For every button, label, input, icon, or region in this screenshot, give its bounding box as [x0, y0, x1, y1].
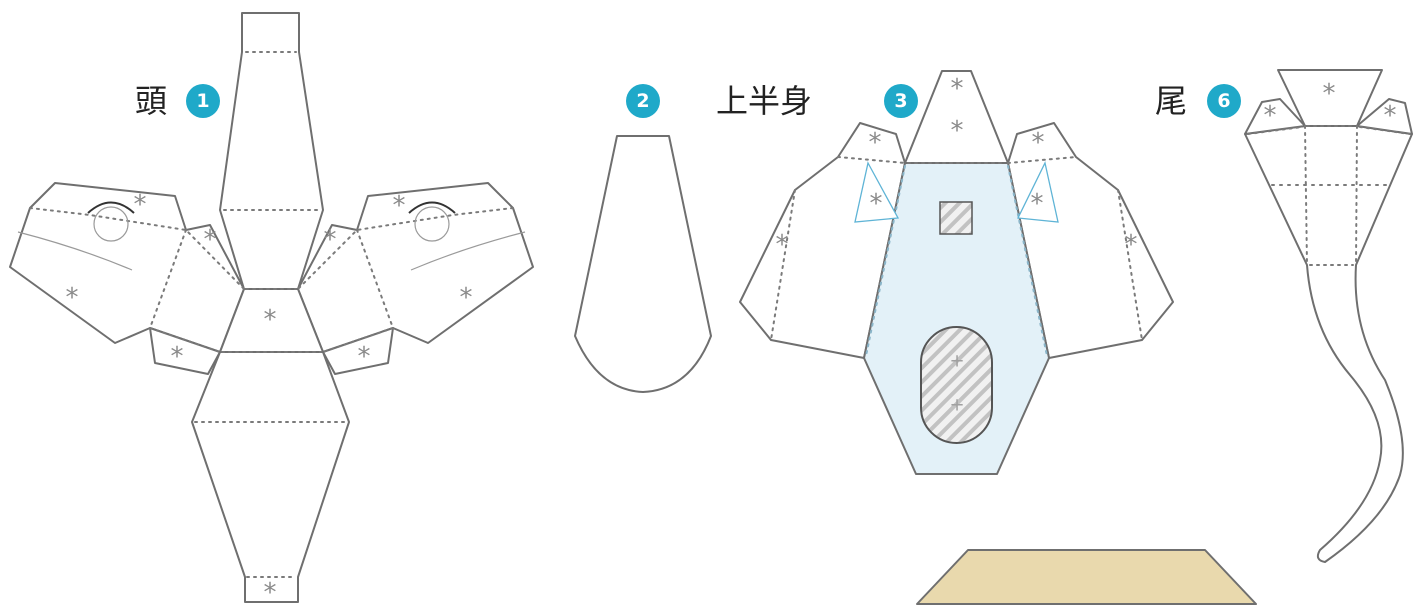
- glue-mark: *: [204, 225, 217, 255]
- head-neck-strip: [219, 12, 324, 290]
- glue-mark: *: [264, 305, 277, 335]
- glue-mark: *: [171, 342, 184, 372]
- part-number: 1: [196, 90, 209, 112]
- pin-mark: +: [949, 351, 964, 372]
- head-part: * * * * * * * * * * 頭 1: [9, 12, 534, 608]
- glue-mark: *: [1031, 189, 1044, 219]
- part-2: 2: [574, 84, 712, 393]
- left-mouth-line: [17, 231, 133, 271]
- tail-label: 尾: [1155, 82, 1187, 120]
- glue-mark: *: [1125, 230, 1138, 260]
- part-number-badge: [626, 84, 660, 118]
- part-number: 6: [1217, 90, 1230, 112]
- head-right-tab: [322, 327, 394, 375]
- pin-mark: +: [949, 395, 964, 416]
- glue-mark: *: [1032, 128, 1045, 158]
- tail-part: 尾 6 * * *: [1155, 69, 1413, 563]
- glue-mark: *: [393, 191, 406, 221]
- part-number-badge: [186, 84, 220, 118]
- part-2-shape: [574, 135, 712, 393]
- head-jaw: [191, 351, 350, 603]
- tail-right-tab: [1356, 98, 1413, 135]
- left-eye-icon: [93, 206, 129, 242]
- glue-mark: *: [460, 283, 473, 313]
- glue-mark: *: [134, 190, 147, 220]
- glue-mark: *: [776, 230, 789, 260]
- part-number: 3: [894, 90, 907, 112]
- tail-body: [1244, 125, 1413, 563]
- glue-mark: *: [869, 128, 882, 158]
- glue-mark: *: [951, 74, 964, 104]
- base-part: [916, 549, 1257, 605]
- glue-mark: *: [66, 283, 79, 313]
- glue-mark: *: [870, 189, 883, 219]
- head-label: 頭: [135, 82, 167, 120]
- glue-mark: *: [264, 578, 277, 608]
- glue-mark: *: [1384, 101, 1397, 131]
- left-inner-tab: [854, 161, 900, 223]
- square-cutout: [939, 201, 973, 235]
- glue-mark: *: [1264, 101, 1277, 131]
- upper-body-part: 上半身 3 + + * * * * * * * *: [716, 70, 1174, 475]
- right-eye-icon: [414, 206, 450, 242]
- upper-body-label: 上半身: [716, 82, 812, 120]
- glue-mark: *: [358, 342, 371, 372]
- left-eyebrow: [87, 201, 135, 214]
- oval-cutout: [920, 326, 993, 444]
- right-inner-tab: [1017, 161, 1059, 223]
- part-number-badge: [1207, 84, 1241, 118]
- part-number-badge: [884, 84, 918, 118]
- glue-mark: *: [951, 116, 964, 146]
- right-eyebrow: [408, 201, 456, 214]
- glue-mark: *: [1323, 79, 1336, 109]
- glue-mark: *: [324, 225, 337, 255]
- right-mouth-line: [410, 231, 526, 271]
- part-number: 2: [636, 90, 649, 112]
